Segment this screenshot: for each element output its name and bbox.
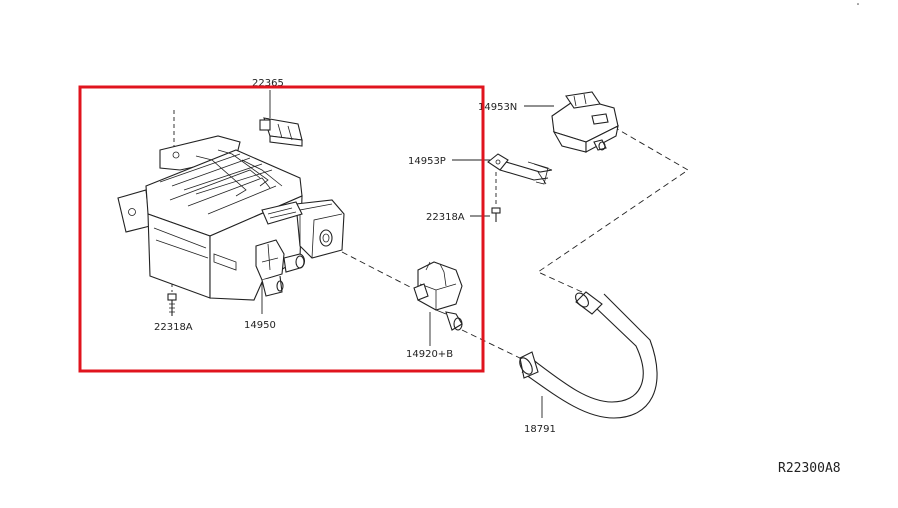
reference-code: R22300A8	[778, 461, 841, 476]
part-14920B-valve[interactable]	[413, 261, 463, 331]
corner-mark	[857, 3, 859, 5]
label-22318A-left: 22318A	[154, 322, 193, 333]
part-18791-hose[interactable]	[517, 291, 658, 419]
label-18791: 18791	[524, 424, 556, 435]
part-14953N-filter[interactable]	[551, 91, 619, 153]
part-22365-connector[interactable]	[259, 117, 303, 147]
label-22365: 22365	[252, 78, 284, 89]
label-14920B: 14920+B	[406, 349, 453, 360]
label-14953N: 14953N	[478, 102, 517, 113]
label-14950: 14950	[244, 320, 276, 331]
label-14953P: 14953P	[408, 156, 446, 167]
part-14953P-bracket[interactable]	[487, 153, 553, 185]
highlight-frame	[78, 85, 485, 373]
bolt-22318A-right[interactable]	[491, 207, 501, 222]
bolt-22318A-left[interactable]	[167, 293, 177, 316]
label-22318A-right: 22318A	[426, 212, 465, 223]
evap-canister-assembly[interactable]	[117, 110, 345, 301]
